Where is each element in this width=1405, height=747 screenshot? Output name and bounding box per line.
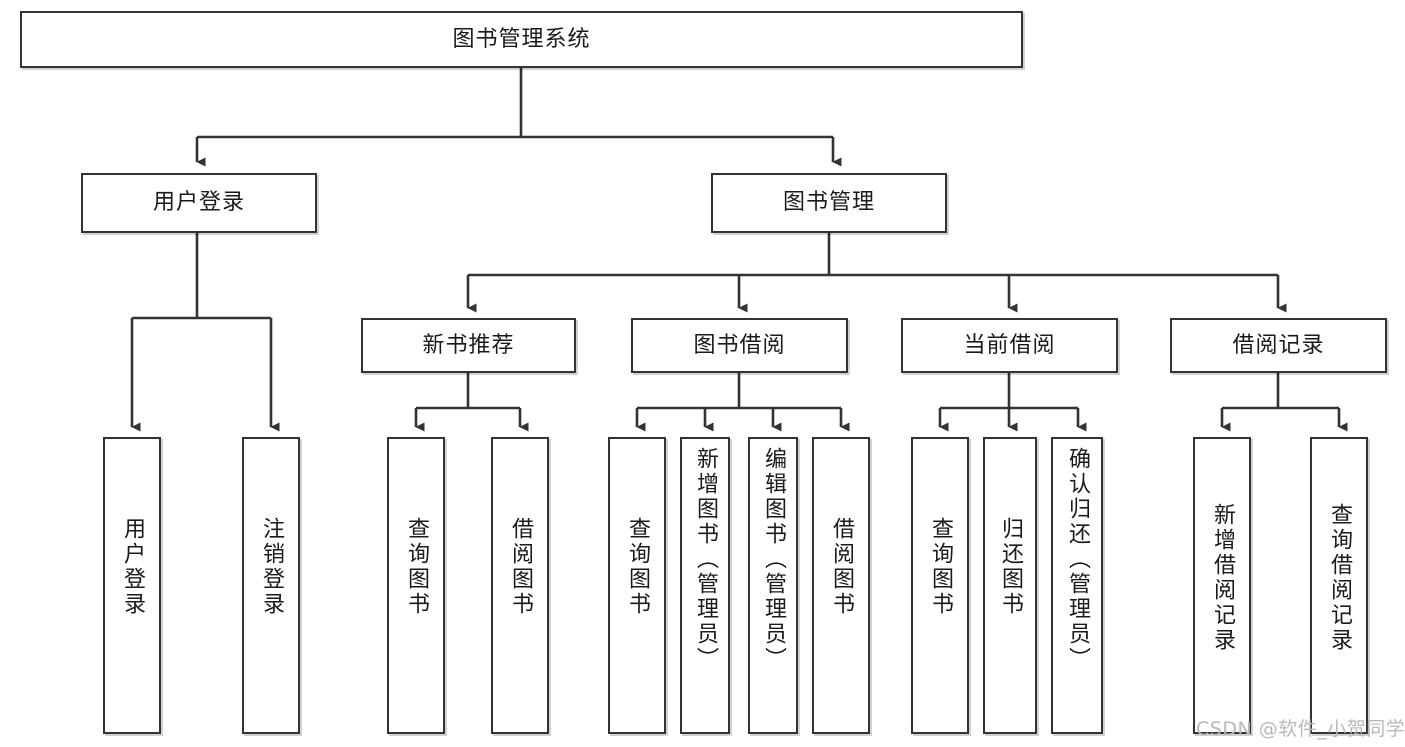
node-new-book-recommend[interactable]: 新书推荐 bbox=[361, 318, 576, 373]
node-book-borrow[interactable]: 图书借阅 bbox=[631, 318, 848, 373]
leaf-user-login-signout[interactable]: 注销登录 bbox=[242, 437, 300, 734]
node-label: 用户登录 bbox=[120, 517, 145, 617]
leaf-borrow-borrow-book[interactable]: 借阅图书 bbox=[812, 437, 870, 734]
node-label: 当前借阅 bbox=[963, 332, 1056, 358]
leaf-user-login-signin[interactable]: 用户登录 bbox=[103, 437, 161, 734]
node-label: 图书借阅 bbox=[693, 332, 786, 358]
leaf-current-confirm-return-admin[interactable]: 确认归还（管理员） bbox=[1051, 437, 1103, 734]
node-label: 查询图书 bbox=[928, 517, 953, 617]
node-label: 新书推荐 bbox=[422, 332, 515, 358]
node-label: 借阅图书 bbox=[829, 517, 854, 617]
node-label: 借阅记录 bbox=[1232, 332, 1325, 358]
watermark-text: CSDN @软件_小贺同学 bbox=[1196, 718, 1405, 740]
leaf-borrow-add-book-admin[interactable]: 新增图书（管理员） bbox=[680, 437, 730, 734]
leaf-borrow-edit-book-admin[interactable]: 编辑图书（管理员） bbox=[748, 437, 798, 734]
node-label: 查询借阅记录 bbox=[1327, 503, 1352, 653]
node-label: 查询图书 bbox=[625, 517, 650, 617]
node-current-borrow[interactable]: 当前借阅 bbox=[901, 318, 1118, 373]
leaf-current-return-book[interactable]: 归还图书 bbox=[983, 437, 1037, 734]
leaf-records-add-record[interactable]: 新增借阅记录 bbox=[1193, 437, 1251, 734]
node-label: 图书管理 bbox=[782, 190, 875, 216]
node-label: 注销登录 bbox=[259, 517, 284, 617]
node-label: 用户登录 bbox=[152, 190, 245, 216]
node-label: 图书管理系统 bbox=[452, 26, 591, 52]
node-label: 新增图书（管理员） bbox=[693, 447, 718, 672]
leaf-new-book-borrow[interactable]: 借阅图书 bbox=[491, 437, 549, 734]
node-root-system[interactable]: 图书管理系统 bbox=[20, 11, 1023, 68]
node-label: 查询图书 bbox=[404, 517, 429, 617]
node-user-login[interactable]: 用户登录 bbox=[81, 173, 317, 233]
leaf-borrow-query-book[interactable]: 查询图书 bbox=[608, 437, 666, 734]
node-label: 编辑图书（管理员） bbox=[761, 447, 786, 672]
node-label: 归还图书 bbox=[998, 517, 1023, 617]
leaf-new-book-query[interactable]: 查询图书 bbox=[387, 437, 445, 734]
node-label: 确认归还（管理员） bbox=[1065, 447, 1090, 672]
node-label: 新增借阅记录 bbox=[1210, 503, 1235, 653]
leaf-records-query-record[interactable]: 查询借阅记录 bbox=[1310, 437, 1368, 734]
node-book-management[interactable]: 图书管理 bbox=[711, 173, 947, 233]
leaf-current-query-book[interactable]: 查询图书 bbox=[911, 437, 969, 734]
node-borrow-records[interactable]: 借阅记录 bbox=[1170, 318, 1387, 373]
node-label: 借阅图书 bbox=[508, 517, 533, 617]
